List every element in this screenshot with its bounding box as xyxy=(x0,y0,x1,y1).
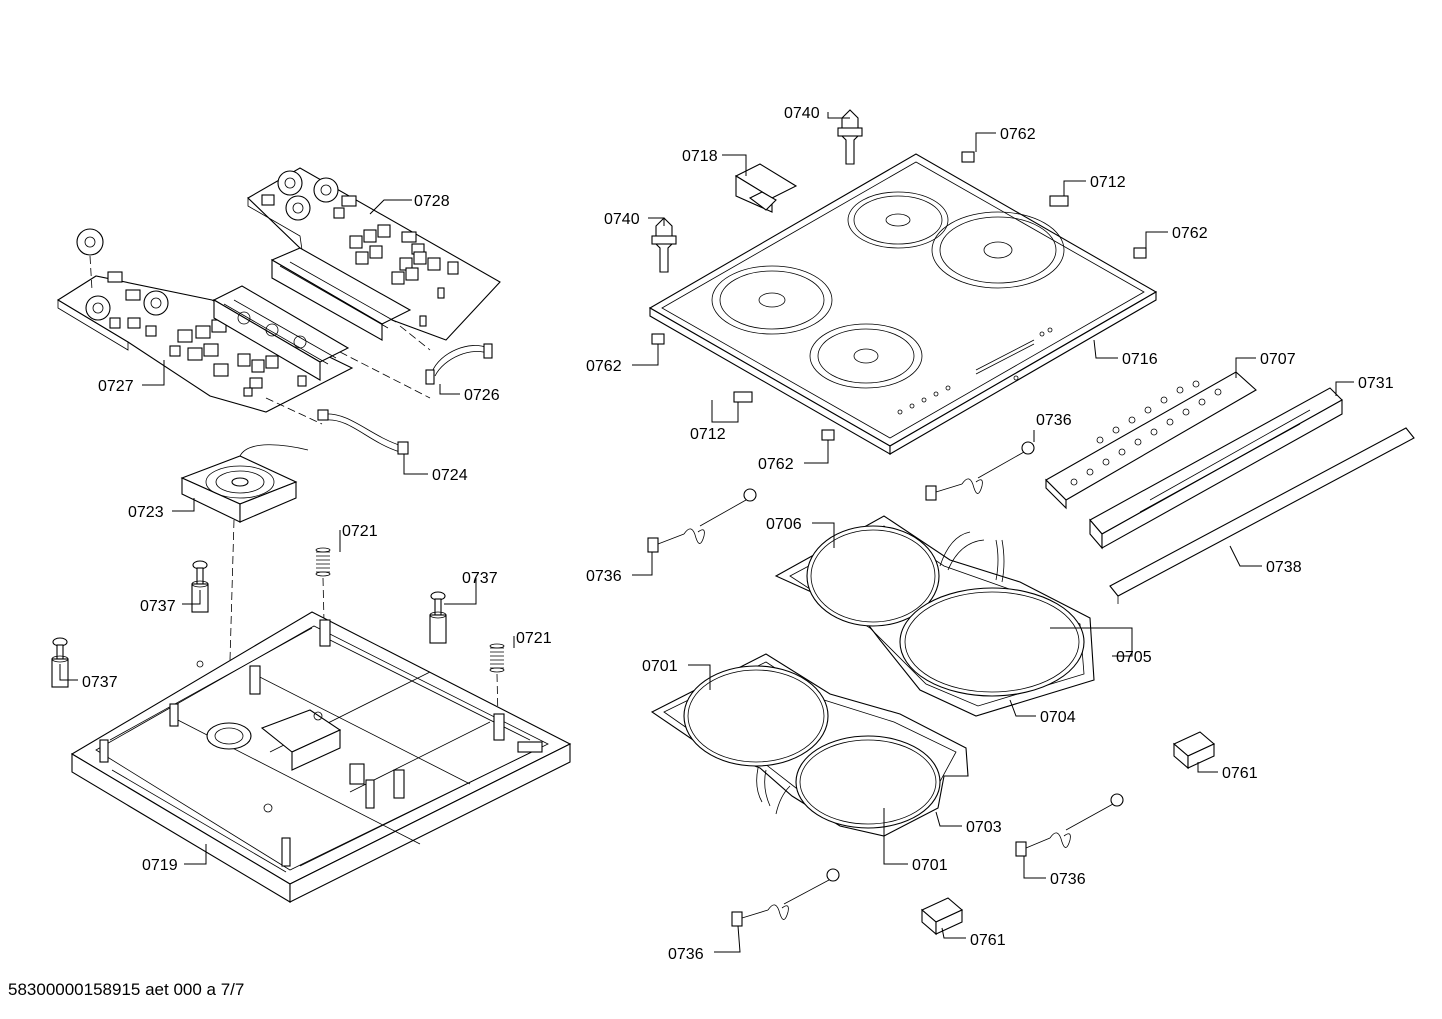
label-0718: 0718 xyxy=(682,148,718,165)
sensor-0736-c xyxy=(1015,793,1124,857)
label-0706: 0706 xyxy=(766,516,802,533)
clip-0762-a xyxy=(961,151,975,163)
pcb-board-0727 xyxy=(56,228,354,413)
heating-coil-0701-a xyxy=(683,665,829,767)
clip-0712-a xyxy=(1049,195,1069,207)
part-labels: 0740 0718 0762 0712 0740 0762 0762 0716 … xyxy=(82,105,1394,963)
label-0727: 0727 xyxy=(98,378,134,395)
label-0701-bottom: 0701 xyxy=(912,857,948,874)
label-0737-left: 0737 xyxy=(140,598,176,615)
label-0721-right: 0721 xyxy=(516,630,552,647)
foot-0737-a xyxy=(191,560,209,613)
bracket-0718 xyxy=(734,163,798,213)
label-0703: 0703 xyxy=(966,819,1002,836)
sensor-0736-b xyxy=(647,488,757,553)
clip-0762-b xyxy=(1133,247,1147,259)
label-0762-left: 0762 xyxy=(586,358,622,375)
wire-harness-0724 xyxy=(317,409,409,455)
label-0736-left: 0736 xyxy=(586,568,622,585)
label-0762-right: 0762 xyxy=(1172,225,1208,242)
spring-0721-a xyxy=(315,547,331,577)
control-board-0707 xyxy=(1045,371,1257,510)
clip-0762-d xyxy=(821,429,835,441)
bottom-housing-0719 xyxy=(70,611,572,903)
clip-0740-b xyxy=(651,217,677,273)
coil-carrier-0703 xyxy=(650,653,969,837)
label-0705: 0705 xyxy=(1116,649,1152,666)
label-0762-top: 0762 xyxy=(1000,126,1036,143)
spring-0721-b xyxy=(489,643,505,673)
label-0712-top: 0712 xyxy=(1090,174,1126,191)
label-0737-right: 0737 xyxy=(462,570,498,587)
label-0707: 0707 xyxy=(1260,351,1296,368)
pcb-board-0728 xyxy=(247,167,501,341)
wire-harness-0726 xyxy=(425,343,493,385)
clip-0740-a xyxy=(837,109,863,165)
fan-0723 xyxy=(180,444,309,523)
label-0740-left: 0740 xyxy=(604,211,640,228)
label-0737-bottom: 0737 xyxy=(82,674,118,691)
clip-0712-b xyxy=(733,391,753,403)
label-0701-left: 0701 xyxy=(642,658,678,675)
foot-0737-b xyxy=(429,591,447,644)
coil-carrier-0704 xyxy=(774,515,1095,717)
label-0738: 0738 xyxy=(1266,559,1302,576)
connector-0761-a xyxy=(1172,731,1216,770)
label-0726: 0726 xyxy=(464,387,500,404)
clip-0762-c xyxy=(651,333,665,345)
document-id-footer: 58300000158915 aet 000 a 7/7 xyxy=(8,980,245,999)
label-0724: 0724 xyxy=(432,467,468,484)
label-0762-bottom: 0762 xyxy=(758,456,794,473)
heating-coil-0701-b xyxy=(795,735,941,829)
heating-coil-0706 xyxy=(806,525,940,627)
label-0721-top: 0721 xyxy=(342,523,378,540)
label-0719: 0719 xyxy=(142,857,178,874)
sensor-0736-a xyxy=(925,441,1035,501)
leader-lines xyxy=(59,112,1354,953)
label-0731: 0731 xyxy=(1358,375,1394,392)
label-0712-bottom: 0712 xyxy=(690,426,726,443)
label-0728: 0728 xyxy=(414,193,450,210)
label-0761-right: 0761 xyxy=(1222,765,1258,782)
label-0736-right: 0736 xyxy=(1050,871,1086,888)
label-0740-top: 0740 xyxy=(784,105,820,122)
heating-coil-0705 xyxy=(899,587,1085,697)
label-0736-bottom: 0736 xyxy=(668,946,704,963)
ceramic-hob-top-0716 xyxy=(648,153,1158,455)
label-0716: 0716 xyxy=(1122,351,1158,368)
label-0761-bottom: 0761 xyxy=(970,932,1006,949)
label-0723: 0723 xyxy=(128,504,164,521)
label-0704: 0704 xyxy=(1040,709,1076,726)
label-0736-top: 0736 xyxy=(1036,412,1072,429)
frame-bar-0731 xyxy=(1089,387,1343,550)
rail-0738 xyxy=(1109,427,1415,604)
sensor-0736-d xyxy=(731,868,840,927)
